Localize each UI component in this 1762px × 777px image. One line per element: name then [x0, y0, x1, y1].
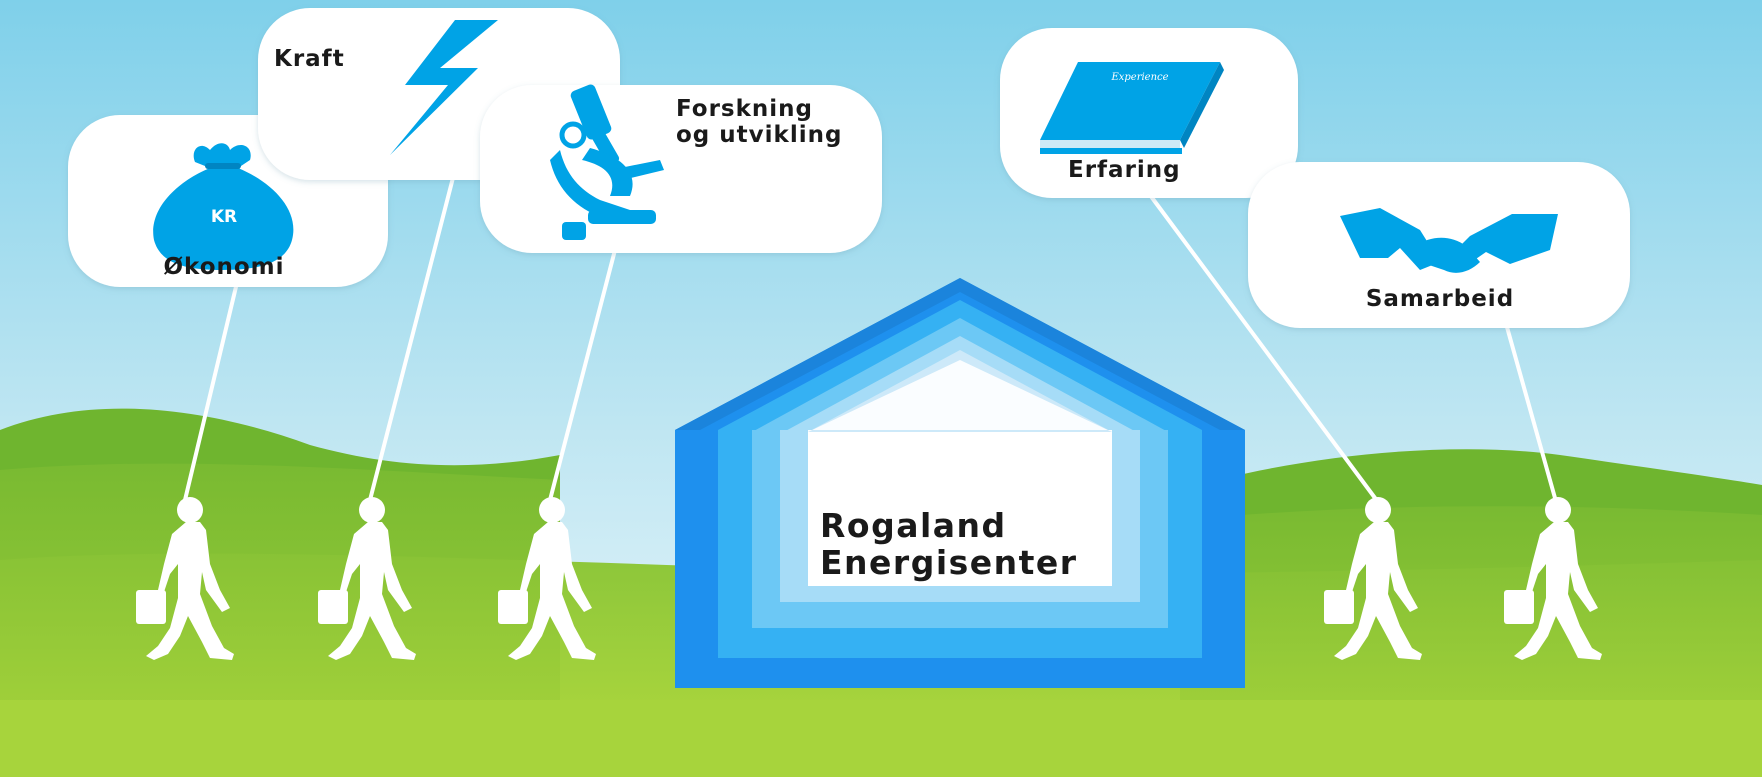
label-forskning-line2: og utvikling — [676, 122, 842, 148]
label-erfaring: Erfaring — [1068, 157, 1181, 183]
handshake-icon — [1340, 208, 1558, 273]
house — [675, 278, 1245, 688]
grass-mid — [0, 463, 560, 777]
money-bag-icon — [153, 143, 294, 270]
label-kraft: Kraft — [274, 46, 345, 72]
lightning-icon — [390, 20, 498, 155]
house-title-line1: Rogaland — [820, 506, 1007, 545]
label-forskning-line1: Forskning — [676, 96, 813, 122]
money-bag-kr-text: KR — [211, 207, 237, 227]
grass-bottom — [0, 700, 1762, 777]
label-okonomi: Økonomi — [163, 254, 284, 280]
microscope-icon — [550, 84, 664, 240]
house-title-line2: Energisenter — [820, 543, 1078, 582]
house-window — [808, 432, 1112, 586]
connector-lines — [183, 168, 1557, 502]
label-samarbeid: Samarbeid — [1366, 286, 1514, 312]
book-icon — [1040, 62, 1224, 154]
book-experience-text: Experience — [1110, 72, 1168, 83]
